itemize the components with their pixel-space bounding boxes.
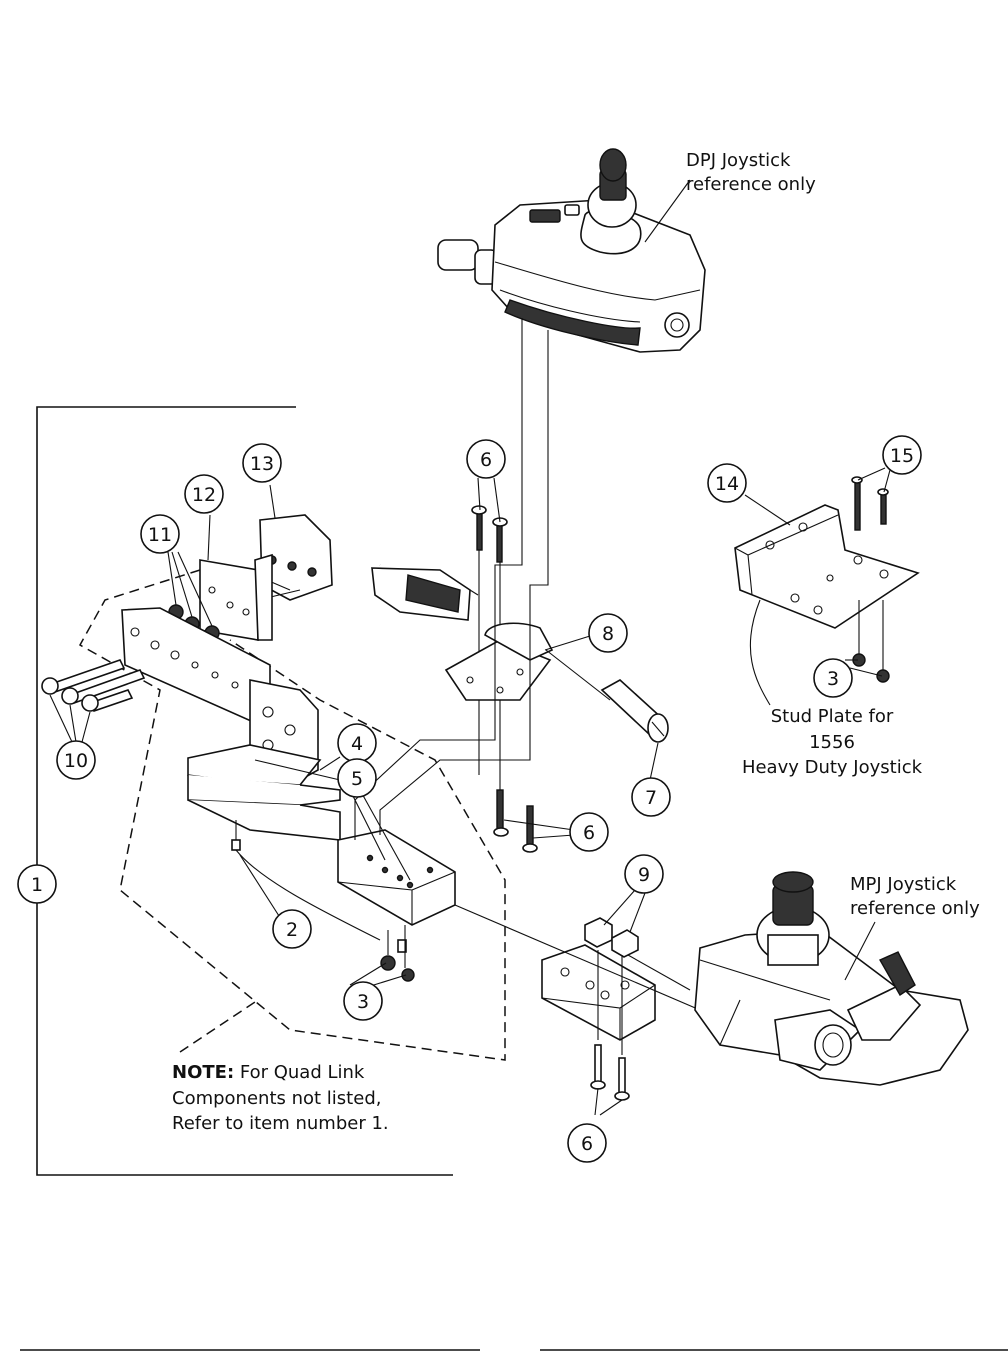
stud-label-line3: Heavy Duty Joystick [742,757,923,778]
item-6-screws-bottom [478,700,538,853]
quad-link-bar [121,607,456,926]
mpj-joystick-illustration [694,871,969,1086]
callout-13-label: 13 [250,453,274,475]
mpj-alignment-line [454,904,701,1011]
dpj-label-line2: reference only [686,174,816,195]
callout-1-label: 1 [31,874,43,896]
callout-10: 10 [56,740,96,780]
callout-13: 13 [242,443,282,483]
note-bold: NOTE: [172,1062,234,1083]
dpj-stem-outline [354,564,522,840]
callout-15: 15 [882,435,922,475]
callout-3-lower-label: 3 [357,991,369,1013]
callout-6-bottom: 6 [567,1123,607,1163]
callout-6-middle-label: 6 [583,822,595,844]
mpj-label-line2: reference only [850,898,980,919]
callout-6-middle: 6 [569,812,609,852]
mpj-label-line1: MPJ Joystick [850,874,957,895]
stud-label-line1: Stud Plate for [771,706,894,727]
callout-14: 14 [707,463,747,503]
stud-leader [749,599,771,706]
item-1-bracket [36,406,453,1176]
item-14-stud-plate [734,504,920,629]
callout-1: 1 [17,864,57,904]
note-line2: Components not listed, [172,1088,381,1109]
callout-10-label: 10 [64,750,88,772]
callout-4-label: 4 [351,733,363,755]
callout-14-label: 14 [715,473,739,495]
item-6-screws-mpj [590,1044,630,1101]
callout-3-stud: 3 [813,658,853,698]
callout-6-top-label: 6 [480,449,492,471]
stud-label-line2: 1556 [809,732,855,753]
callout-9-label: 9 [638,864,650,886]
item-9-spacers [584,917,639,958]
mpj-leader [844,921,876,981]
note-line3: Refer to item number 1. [172,1113,389,1134]
callout-3-stud-label: 3 [827,668,839,690]
note-leader [179,999,259,1053]
callout-12-label: 12 [192,484,216,506]
dpj-label-line1: DPJ Joystick [686,150,791,171]
item-3-nuts-lower [380,925,415,982]
callout-8-label: 8 [602,623,614,645]
callout-15-label: 15 [890,445,914,467]
item-3-nuts-stud [852,600,890,683]
item-6-screws-top [471,505,508,695]
callout-6-top: 6 [466,439,506,479]
callout-2-label: 2 [286,919,298,941]
callout-6-bottom-label: 6 [581,1133,593,1155]
item-2-screw [231,820,381,941]
callout-2: 2 [272,909,312,949]
mpj-mount-block [541,944,656,1055]
callout-7: 7 [631,777,671,817]
callout-7-label: 7 [645,787,657,809]
item-15-studs [851,476,889,531]
callout-4: 4 [337,723,377,763]
dpj-leader [644,179,691,243]
callout-8: 8 [588,613,628,653]
callout-9: 9 [624,854,664,894]
quad-link-outline [78,569,506,1061]
callout-5-label: 5 [351,768,363,790]
callout-11-label: 11 [148,524,172,546]
part-12-plate [199,553,273,641]
note-line1-text: For Quad Link [234,1062,365,1083]
callout-5: 5 [337,758,377,798]
dpj-joystick-illustration [263,148,706,586]
item-7-pin [600,679,669,743]
d-sub-connector [371,567,479,621]
item-10-bolts [41,659,146,712]
callout-12: 12 [184,474,224,514]
note-line1: NOTE: For Quad Link [172,1062,365,1083]
callout-3-lower: 3 [343,981,383,1021]
callout-11: 11 [140,514,180,554]
item-8-clamp [444,622,611,701]
